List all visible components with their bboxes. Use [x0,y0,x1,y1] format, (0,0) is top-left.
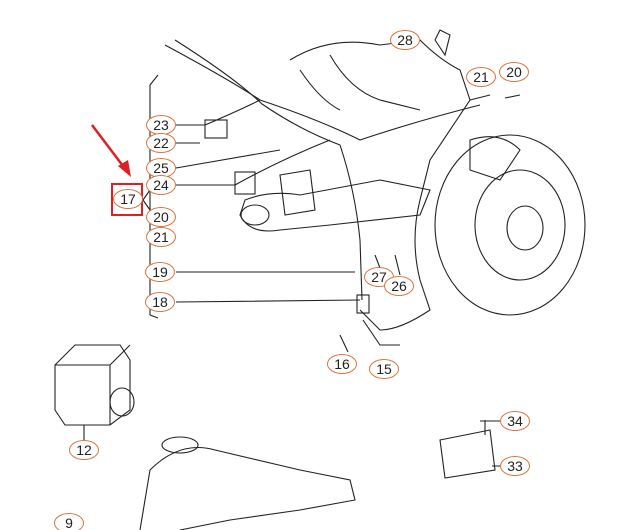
callout-20-left[interactable]: 20 [146,207,176,227]
connector-22 [204,119,228,139]
caliper [469,136,521,181]
callout-28[interactable]: 28 [390,30,420,50]
lower-arm [139,446,356,530]
callout-34[interactable]: 34 [500,411,530,431]
callout-21-left[interactable]: 21 [146,227,176,247]
hub [506,205,544,251]
callout-22[interactable]: 22 [146,133,176,153]
callout-15[interactable]: 15 [369,359,399,379]
connector-24 [234,171,256,195]
callout-16[interactable]: 16 [327,354,357,374]
callout-21[interactable]: 21 [466,67,496,87]
callout-9[interactable]: 9 [54,513,84,530]
red-arrow-head [118,160,131,177]
callout-19[interactable]: 19 [145,262,175,282]
red-arrow [91,124,127,171]
callout-20[interactable]: 20 [499,62,529,82]
callout-17[interactable]: 17 [113,189,143,209]
callout-12[interactable]: 12 [69,440,99,460]
callout-26[interactable]: 26 [384,276,414,296]
control-arm [239,179,431,232]
sensor-33 [439,429,496,479]
callout-24[interactable]: 24 [146,175,176,195]
abs-unit [54,344,131,426]
sensor [356,294,370,314]
callout-33[interactable]: 33 [500,456,530,476]
brake-disc [434,134,586,316]
knuckle [289,39,471,331]
sensor-wire [164,44,481,141]
callout-18[interactable]: 18 [145,292,175,312]
callout-23[interactable]: 23 [146,115,176,135]
